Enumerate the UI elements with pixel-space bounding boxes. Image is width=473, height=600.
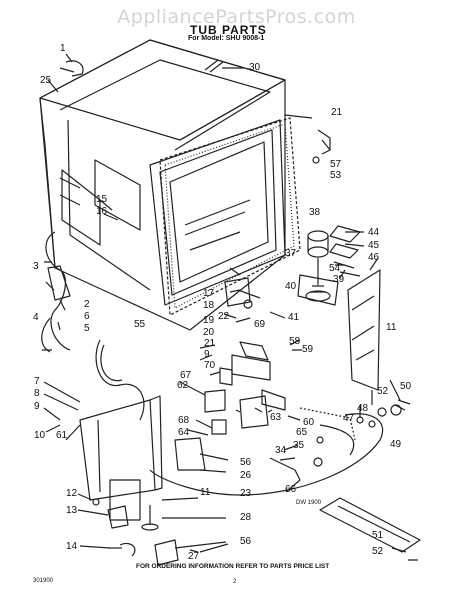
callout-15: 15 bbox=[96, 194, 108, 205]
diagram-title: TUB PARTS bbox=[190, 23, 267, 37]
callout-56b: 56 bbox=[240, 536, 252, 547]
callout-17: 17 bbox=[203, 288, 215, 299]
callout-14: 14 bbox=[66, 541, 78, 552]
callout-2: 2 bbox=[84, 299, 90, 310]
callout-9: 9 bbox=[204, 349, 210, 360]
side-panel-bracket bbox=[79, 399, 156, 501]
callout-18: 18 bbox=[203, 300, 215, 311]
callout-44: 44 bbox=[368, 227, 380, 238]
callout-63: 63 bbox=[270, 412, 282, 423]
callout-13: 13 bbox=[66, 505, 78, 516]
callout-35: 35 bbox=[293, 440, 305, 451]
callout-68: 68 bbox=[178, 415, 190, 426]
callout-70: 70 bbox=[204, 360, 216, 371]
callout-27: 27 bbox=[188, 551, 200, 562]
callout-58: 58 bbox=[289, 336, 301, 347]
page-number: 2 bbox=[233, 579, 237, 585]
callout-8: 8 bbox=[34, 388, 40, 399]
right-bracket bbox=[347, 269, 381, 391]
callout-11: 11 bbox=[386, 322, 397, 333]
callout-49: 49 bbox=[390, 439, 402, 450]
callout-11b: 11 bbox=[200, 487, 211, 498]
callout-4: 4 bbox=[33, 312, 39, 323]
callout-1: 1 bbox=[60, 43, 66, 54]
callout-6: 6 bbox=[84, 311, 90, 322]
callout-9b: 9 bbox=[34, 401, 40, 412]
callout-69: 69 bbox=[254, 319, 266, 330]
door-gasket bbox=[159, 117, 301, 316]
callout-30: 30 bbox=[249, 62, 261, 73]
callout-7: 7 bbox=[34, 376, 40, 387]
callout-55: 55 bbox=[134, 319, 146, 330]
callout-41: 41 bbox=[288, 312, 300, 323]
callout-52: 52 bbox=[377, 386, 389, 397]
callout-66: 66 bbox=[285, 484, 297, 495]
callout-53: 53 bbox=[330, 170, 342, 181]
callout-19: 19 bbox=[203, 315, 215, 326]
heating-element bbox=[149, 413, 384, 496]
callout-50: 50 bbox=[400, 381, 412, 392]
callout-40: 40 bbox=[285, 281, 297, 292]
callout-22: 22 bbox=[218, 311, 230, 322]
callout-12: 12 bbox=[66, 488, 78, 499]
callout-61: 61 bbox=[56, 430, 68, 441]
callout-51: 51 bbox=[372, 530, 384, 541]
callout-28: 28 bbox=[240, 512, 252, 523]
callout-37: 37 bbox=[285, 248, 297, 259]
callout-39: 39 bbox=[333, 274, 345, 285]
callout-56: 56 bbox=[240, 457, 252, 468]
callout-23: 23 bbox=[240, 488, 252, 499]
drawing-code: DW 1900 bbox=[296, 500, 322, 506]
callout-16: 16 bbox=[96, 206, 108, 217]
callout-3: 3 bbox=[33, 261, 39, 272]
model-line: For Model: SHU 9008-1 bbox=[188, 35, 265, 42]
ordering-note: FOR ORDERING INFORMATION REFER TO PARTS … bbox=[136, 563, 330, 570]
callout-10: 10 bbox=[34, 430, 46, 441]
callout-67: 67 bbox=[180, 370, 192, 381]
callout-48: 48 bbox=[357, 403, 369, 414]
watermark: AppliancePartsPros.com bbox=[117, 6, 356, 28]
callout-60: 60 bbox=[303, 417, 315, 428]
callout-21b: 21 bbox=[204, 338, 216, 349]
rail-strip bbox=[319, 497, 421, 553]
callout-57: 57 bbox=[330, 159, 342, 170]
callout-25: 25 bbox=[40, 75, 52, 86]
callout-45: 45 bbox=[368, 240, 380, 251]
callout-47: 47 bbox=[343, 413, 355, 424]
tub-top-edge bbox=[39, 39, 286, 141]
callout-62: 62 bbox=[177, 380, 189, 391]
callout-20: 20 bbox=[203, 327, 215, 338]
callout-52b: 52 bbox=[372, 546, 384, 557]
callout-65: 65 bbox=[296, 427, 308, 438]
callout-5: 5 bbox=[84, 323, 90, 334]
callout-34: 34 bbox=[275, 445, 287, 456]
callout-64: 64 bbox=[178, 427, 190, 438]
callout-26: 26 bbox=[240, 470, 252, 481]
callout-59: 59 bbox=[302, 344, 314, 355]
callout-38: 38 bbox=[309, 207, 321, 218]
callout-46: 46 bbox=[368, 252, 380, 263]
code-left: 301900 bbox=[33, 578, 54, 584]
callout-54: 54 bbox=[329, 263, 341, 274]
callout-21: 21 bbox=[331, 107, 343, 118]
